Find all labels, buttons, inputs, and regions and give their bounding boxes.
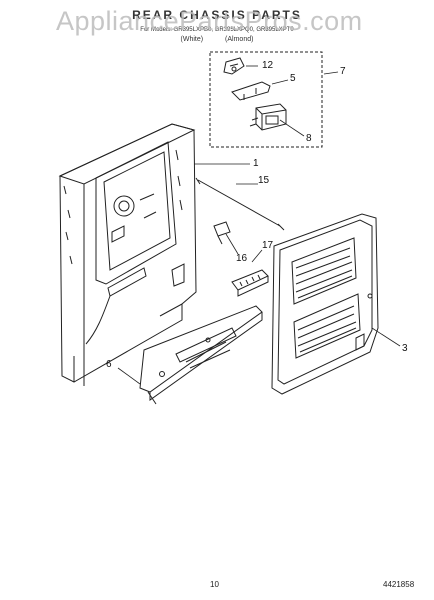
leader-lines — [117, 65, 401, 385]
callout-17: 17 — [262, 240, 274, 251]
page-number: 10 — [210, 580, 219, 589]
part-12-bracket — [223, 57, 245, 75]
part-16-clip — [213, 221, 231, 245]
model-list: For Models: GR395LXPB0, GR395LXPQ0, GR39… — [140, 27, 294, 33]
diagram-title: REAR CHASSIS PARTS — [132, 8, 302, 22]
callout-16: 16 — [236, 253, 248, 264]
callout-5: 5 — [290, 73, 296, 84]
part-1-rear-chassis — [58, 123, 197, 386]
part-3-rear-cover — [271, 213, 379, 395]
callout-15: 15 — [258, 175, 270, 186]
part-5-bracket — [231, 81, 271, 101]
document-number: 4421858 — [383, 580, 415, 589]
callout-3: 3 — [402, 343, 408, 354]
part-6-lower-shield — [139, 305, 263, 405]
callout-7: 7 — [340, 66, 346, 77]
callout-12: 12 — [262, 60, 274, 71]
callout-1: 1 — [253, 158, 259, 169]
callout-6: 6 — [106, 359, 112, 370]
part-15-rod — [195, 177, 285, 231]
callout-8: 8 — [306, 133, 312, 144]
color-variants: (White) (Almond) — [180, 36, 254, 43]
part-8-switch — [249, 103, 287, 131]
part-group-box — [209, 51, 323, 148]
watermark: AppliancePartsPros.com — [56, 6, 363, 36]
part-17-terminal-block — [231, 269, 269, 297]
